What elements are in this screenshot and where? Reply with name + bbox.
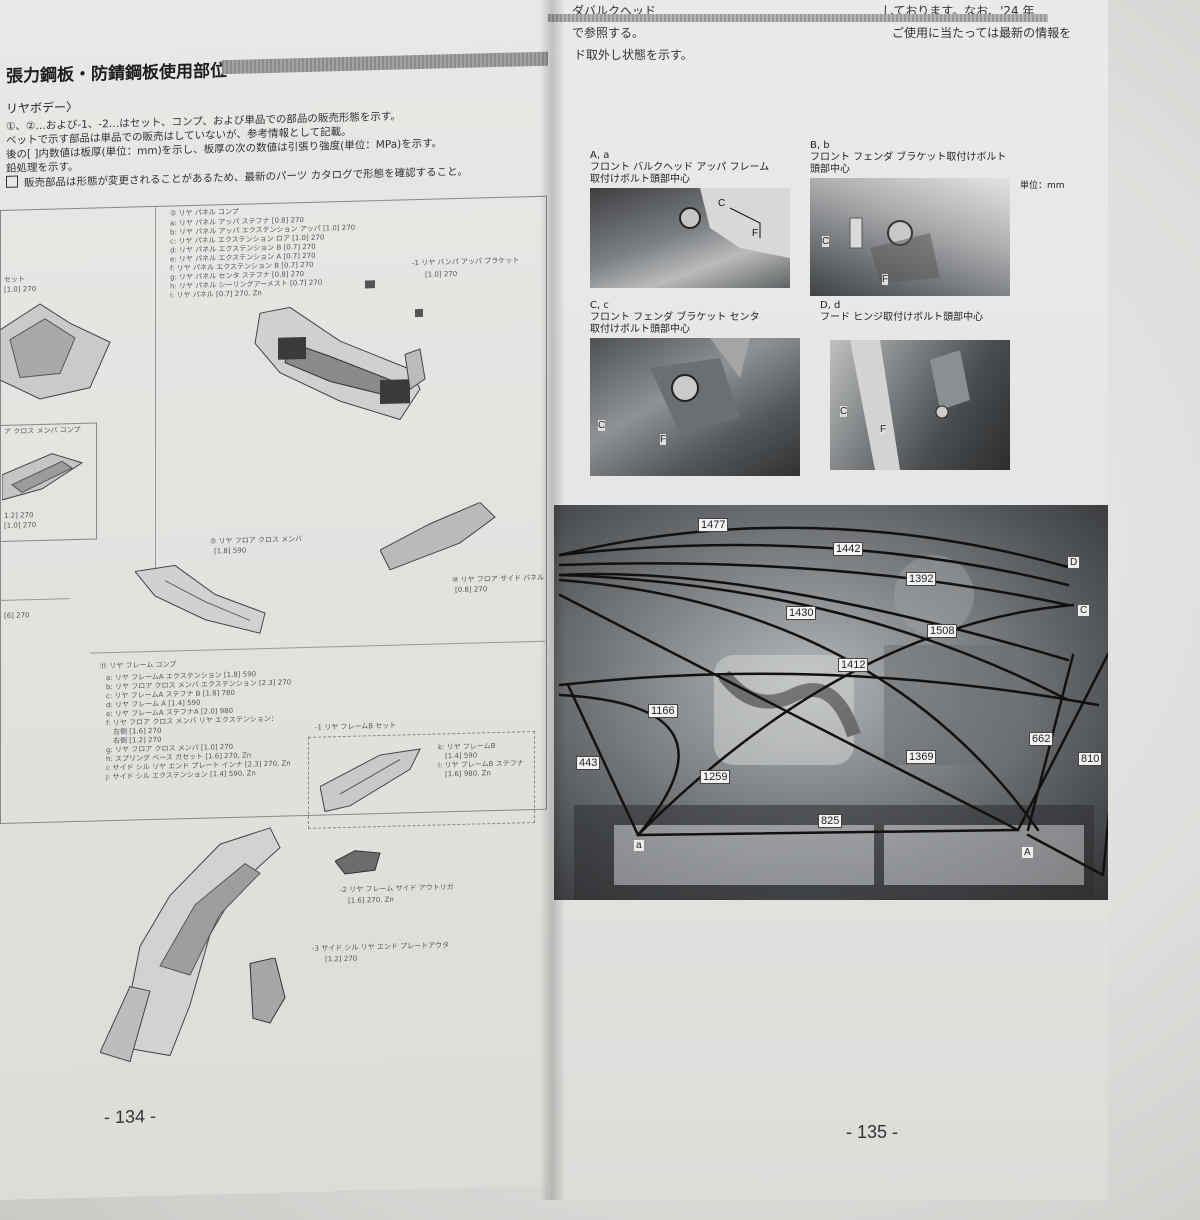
end-plate-drawing — [249, 957, 286, 1024]
point-C: C — [1078, 605, 1090, 616]
top-bar — [548, 14, 1048, 22]
frame-comp-list: a: リヤ フレームA エクステンション [1.8] 590 b: リヤ フロア… — [106, 670, 292, 782]
photo-c: C F — [590, 338, 800, 476]
photo-a-caption: A, a フロント バルクヘッド アッパ フレーム 取付けボルト頭部中心 — [590, 150, 770, 185]
dim-825: 825 — [818, 814, 843, 828]
frame-divider-v — [155, 205, 156, 596]
photo-b-caption: B, b フロント フェンダ ブラケット取付けボルト 頭部中心 — [810, 140, 1007, 175]
heading-bar — [222, 51, 560, 75]
dim-810: 810 — [1078, 752, 1103, 766]
photo-b: C F — [810, 178, 1010, 296]
panel-comp-title: ② リヤ パネル コンプ — [170, 207, 239, 218]
floor-cross-spec: [1.8] 590 — [214, 546, 247, 556]
top-text-2: で参照する。 — [572, 26, 645, 40]
photo-a: C F — [590, 188, 790, 288]
notes: ①、②…および-1、-2…はセット、コンプ、および単品での部品の販売形態を示す。… — [6, 106, 551, 191]
point-D: D — [1068, 557, 1080, 568]
dim-1259: 1259 — [700, 770, 731, 784]
note-box-icon — [6, 175, 18, 188]
outrigger-drawing — [335, 850, 381, 875]
photo-d-detail — [850, 340, 970, 470]
dim-1412: 1412 — [838, 658, 869, 672]
dim-1442: 1442 — [833, 542, 864, 556]
left-page: 張力鋼板・防錆鋼板使用部位 リヤボデー〉 ①、②…および-1、-2…はセット、コ… — [0, 0, 560, 1200]
dim-1508: 1508 — [927, 624, 958, 638]
dim-1477: 1477 — [698, 518, 729, 532]
top-text: ダバルクヘッドしております。なお、'24 年 で参照する。ご使用に当たっては最新… — [562, 0, 1102, 66]
point-a: a — [634, 840, 644, 851]
photo-d-label-f: F — [880, 424, 887, 435]
section-subtitle: リヤボデー〉 — [6, 99, 79, 116]
photo-a-label-c: C — [718, 198, 726, 209]
dim-1166: 1166 — [648, 704, 678, 718]
photo-b-label-f: F — [882, 274, 889, 285]
cross-spec-2: [1.0] 270 — [4, 521, 37, 530]
frame-b-list: k: リヤ フレームB [1.4] 590 l: リヤ フレームB ステフナ [… — [438, 742, 524, 779]
photo-a-detail — [679, 188, 790, 258]
set-spec: [1.0] 270 — [4, 285, 37, 294]
frame-b-drawing — [320, 748, 421, 813]
outrigger-label: -2 リヤ フレーム サイド アウトリガ — [340, 883, 454, 895]
photo-c-detail — [650, 338, 750, 433]
outrigger-spec: [1.6] 270, Zn — [348, 895, 394, 905]
floor-cross-drawing — [135, 564, 266, 634]
right-page-number: - 135 - — [846, 1122, 899, 1142]
cross-member-drawing — [2, 453, 84, 501]
right-page: ダバルクヘッドしております。なお、'24 年 で参照する。ご使用に当たっては最新… — [548, 0, 1108, 1200]
heading-text: 張力鋼板・防錆鋼板使用部位 — [6, 61, 227, 87]
photo-d: C F — [830, 340, 1010, 470]
left-spec: [6] 270 — [4, 611, 30, 620]
frame-comp-drawing — [100, 827, 281, 1063]
photo-c-label-c: C — [598, 420, 606, 431]
dim-662: 662 — [1029, 732, 1054, 746]
top-text-3: ド取外し状態を示す。 — [574, 48, 693, 62]
unit-label: 単位：mm — [1020, 181, 1065, 191]
set-label: セット — [4, 275, 25, 284]
photo-a-label-f: F — [752, 228, 759, 239]
dim-1392: 1392 — [906, 572, 937, 586]
photo-b-label-c: C — [822, 236, 830, 247]
top-text-5: ご使用に当たっては最新の情報を — [892, 26, 1072, 40]
photo-d-caption: D, d フード ヒンジ取付けボルト頭部中心 — [820, 300, 984, 323]
point-A: A — [1022, 847, 1033, 858]
book-gutter — [540, 0, 564, 1200]
dim-1430: 1430 — [786, 606, 817, 620]
photo-b-detail — [849, 217, 940, 283]
end-plate-spec: [1.2] 270 — [325, 954, 358, 964]
floor-side-spec: [0.8] 270 — [455, 585, 488, 595]
photo-d-label-c: C — [840, 406, 848, 417]
left-page-number: - 134 - — [104, 1105, 157, 1128]
photo-c-label-f: F — [660, 434, 667, 445]
dimension-lines — [558, 526, 1108, 877]
photo-c-caption: C, c フロント フェンダ ブラケット センタ 取付けボルト頭部中心 — [590, 300, 760, 335]
dim-1369: 1369 — [906, 750, 937, 764]
end-plate-label: -3 サイド シル リヤ エンド プレートアウタ — [312, 941, 450, 953]
rear-panel-drawing — [254, 280, 426, 421]
section-heading: 張力鋼板・防錆鋼板使用部位 — [0, 45, 560, 87]
cross-spec-1: 1.2] 270 — [4, 511, 34, 520]
floor-side-drawing — [380, 501, 496, 571]
dim-443: 443 — [576, 756, 601, 770]
left-piece-drawing — [0, 303, 111, 400]
